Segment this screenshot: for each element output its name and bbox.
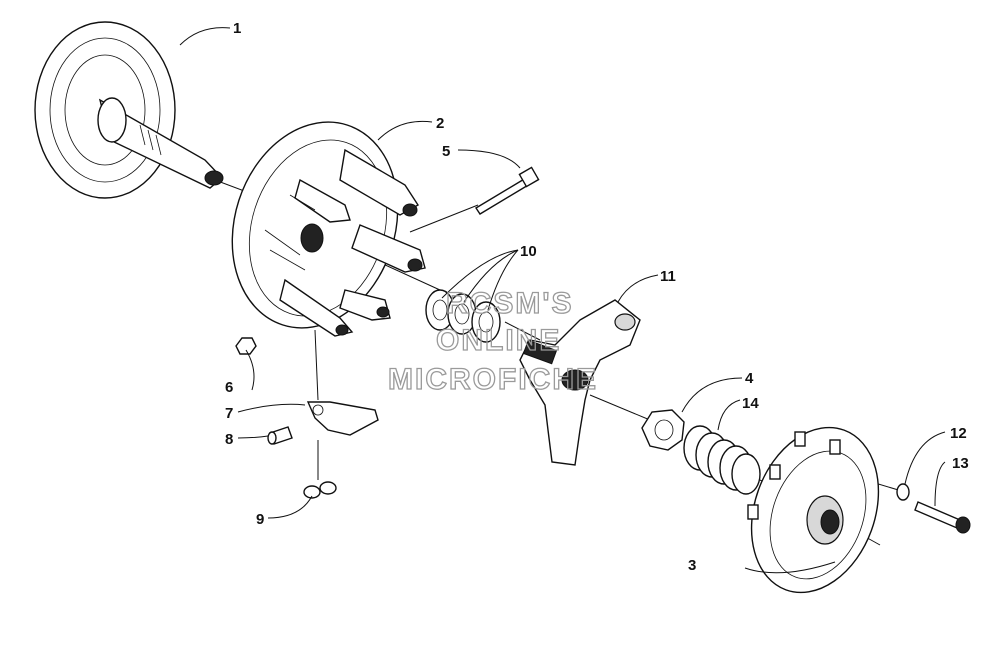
watermark-line-1: RCSM'S bbox=[446, 287, 573, 320]
callout-1: 1 bbox=[233, 20, 241, 37]
callout-6: 6 bbox=[225, 379, 233, 396]
part-12-washer bbox=[896, 483, 910, 501]
part-5-bolt bbox=[475, 166, 540, 215]
callout-3: 3 bbox=[688, 557, 696, 574]
part-8-pin bbox=[267, 426, 293, 445]
part-11-spider-bracket bbox=[519, 299, 641, 466]
callout-11: 11 bbox=[660, 268, 676, 285]
callout-labels: 1 2 3 4 5 6 7 8 9 10 11 12 13 14 bbox=[225, 20, 969, 574]
callout-leader-lines bbox=[179, 27, 946, 574]
watermark-line-3: MICROFICHE bbox=[388, 363, 598, 396]
callout-8: 8 bbox=[225, 431, 233, 448]
watermark: RCSM'S ONLINE MICROFICHE bbox=[387, 286, 598, 396]
part-9-washers bbox=[303, 481, 337, 499]
part-4-nut bbox=[641, 409, 685, 451]
callout-14: 14 bbox=[742, 395, 759, 412]
part-7-weight-arm bbox=[306, 401, 379, 436]
callout-12: 12 bbox=[950, 425, 967, 442]
part-6-nut bbox=[235, 337, 257, 355]
part-10-bushings bbox=[425, 289, 501, 343]
callout-10: 10 bbox=[520, 243, 537, 260]
watermark-line-2: ONLINE bbox=[436, 324, 561, 357]
callout-7: 7 bbox=[225, 405, 233, 422]
callout-4: 4 bbox=[745, 370, 754, 387]
callout-13: 13 bbox=[952, 455, 969, 472]
callout-5: 5 bbox=[442, 143, 450, 160]
callout-9: 9 bbox=[256, 511, 264, 528]
part-2-spider-housing bbox=[231, 121, 426, 337]
part-14-spring bbox=[683, 425, 761, 495]
part-3-cover-plate bbox=[747, 426, 880, 594]
part-13-bolt bbox=[914, 501, 971, 534]
callout-2: 2 bbox=[436, 115, 444, 132]
part-1-sheave-shaft bbox=[34, 21, 224, 199]
